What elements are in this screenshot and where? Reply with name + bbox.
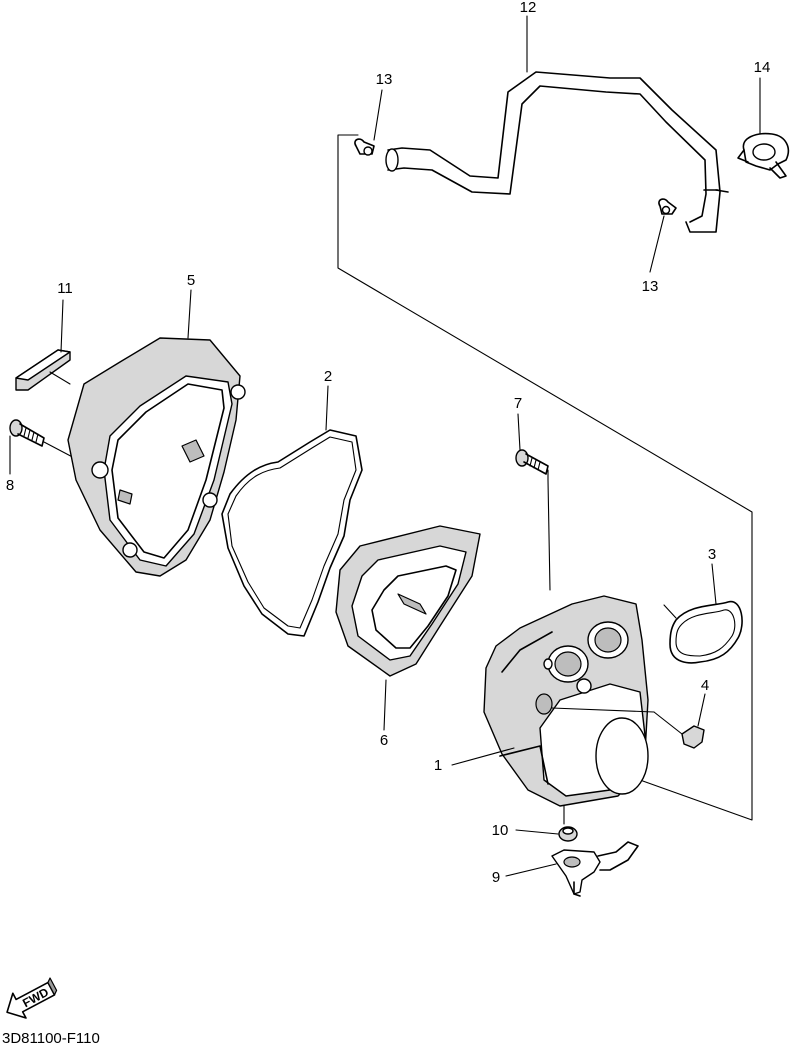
diagram-code: 3D81100-F110 xyxy=(2,1030,100,1047)
part-2-gasket[interactable] xyxy=(221,429,363,637)
callout-13-lower: 13 xyxy=(642,278,659,295)
leader-5 xyxy=(187,289,192,339)
part-8-screw[interactable] xyxy=(9,419,83,463)
leader-13b xyxy=(649,215,665,273)
part-9-bracket[interactable] xyxy=(551,841,639,897)
part-13-clip-upper[interactable] xyxy=(354,138,375,156)
callout-13-upper: 13 xyxy=(376,71,393,88)
callout-2: 2 xyxy=(324,368,332,385)
assembly-frame-line xyxy=(337,134,753,821)
part-13-clip-lower[interactable] xyxy=(658,198,677,215)
callout-12: 12 xyxy=(520,0,537,16)
callout-1: 1 xyxy=(434,757,442,774)
leader-4 xyxy=(697,693,706,727)
part-14-hose-clamp[interactable] xyxy=(737,132,790,179)
leader-13a xyxy=(373,89,383,141)
leader-11 xyxy=(60,299,64,353)
callout-6: 6 xyxy=(380,732,388,749)
leader-9 xyxy=(505,863,557,877)
part-3-gasket-ring[interactable] xyxy=(663,601,743,664)
forward-arrow-icon: FWD xyxy=(6,977,58,1019)
callout-4: 4 xyxy=(701,677,709,694)
callout-9: 9 xyxy=(492,869,500,886)
part-1-filter-case[interactable] xyxy=(483,595,649,825)
callout-7: 7 xyxy=(514,395,522,412)
part-4-drain-plug[interactable] xyxy=(551,707,705,749)
callout-8: 8 xyxy=(6,477,14,494)
leader-6 xyxy=(383,679,387,731)
part-7-screw[interactable] xyxy=(515,449,551,591)
leader-2 xyxy=(325,385,329,431)
part-11-pad[interactable] xyxy=(15,349,71,391)
callout-3: 3 xyxy=(708,546,716,563)
leader-7 xyxy=(517,413,521,451)
callout-10: 10 xyxy=(492,822,509,839)
leader-10 xyxy=(515,829,559,835)
part-12-breather-hose[interactable] xyxy=(385,71,729,233)
leader-1 xyxy=(451,747,515,766)
callout-11: 11 xyxy=(57,280,73,297)
part-6-filter-element[interactable] xyxy=(335,525,481,677)
leader-3 xyxy=(711,563,717,605)
part-10-grommet[interactable] xyxy=(558,826,578,842)
callout-5: 5 xyxy=(187,272,195,289)
callout-14: 14 xyxy=(754,59,771,76)
part-5-case-cover[interactable] xyxy=(49,337,246,577)
